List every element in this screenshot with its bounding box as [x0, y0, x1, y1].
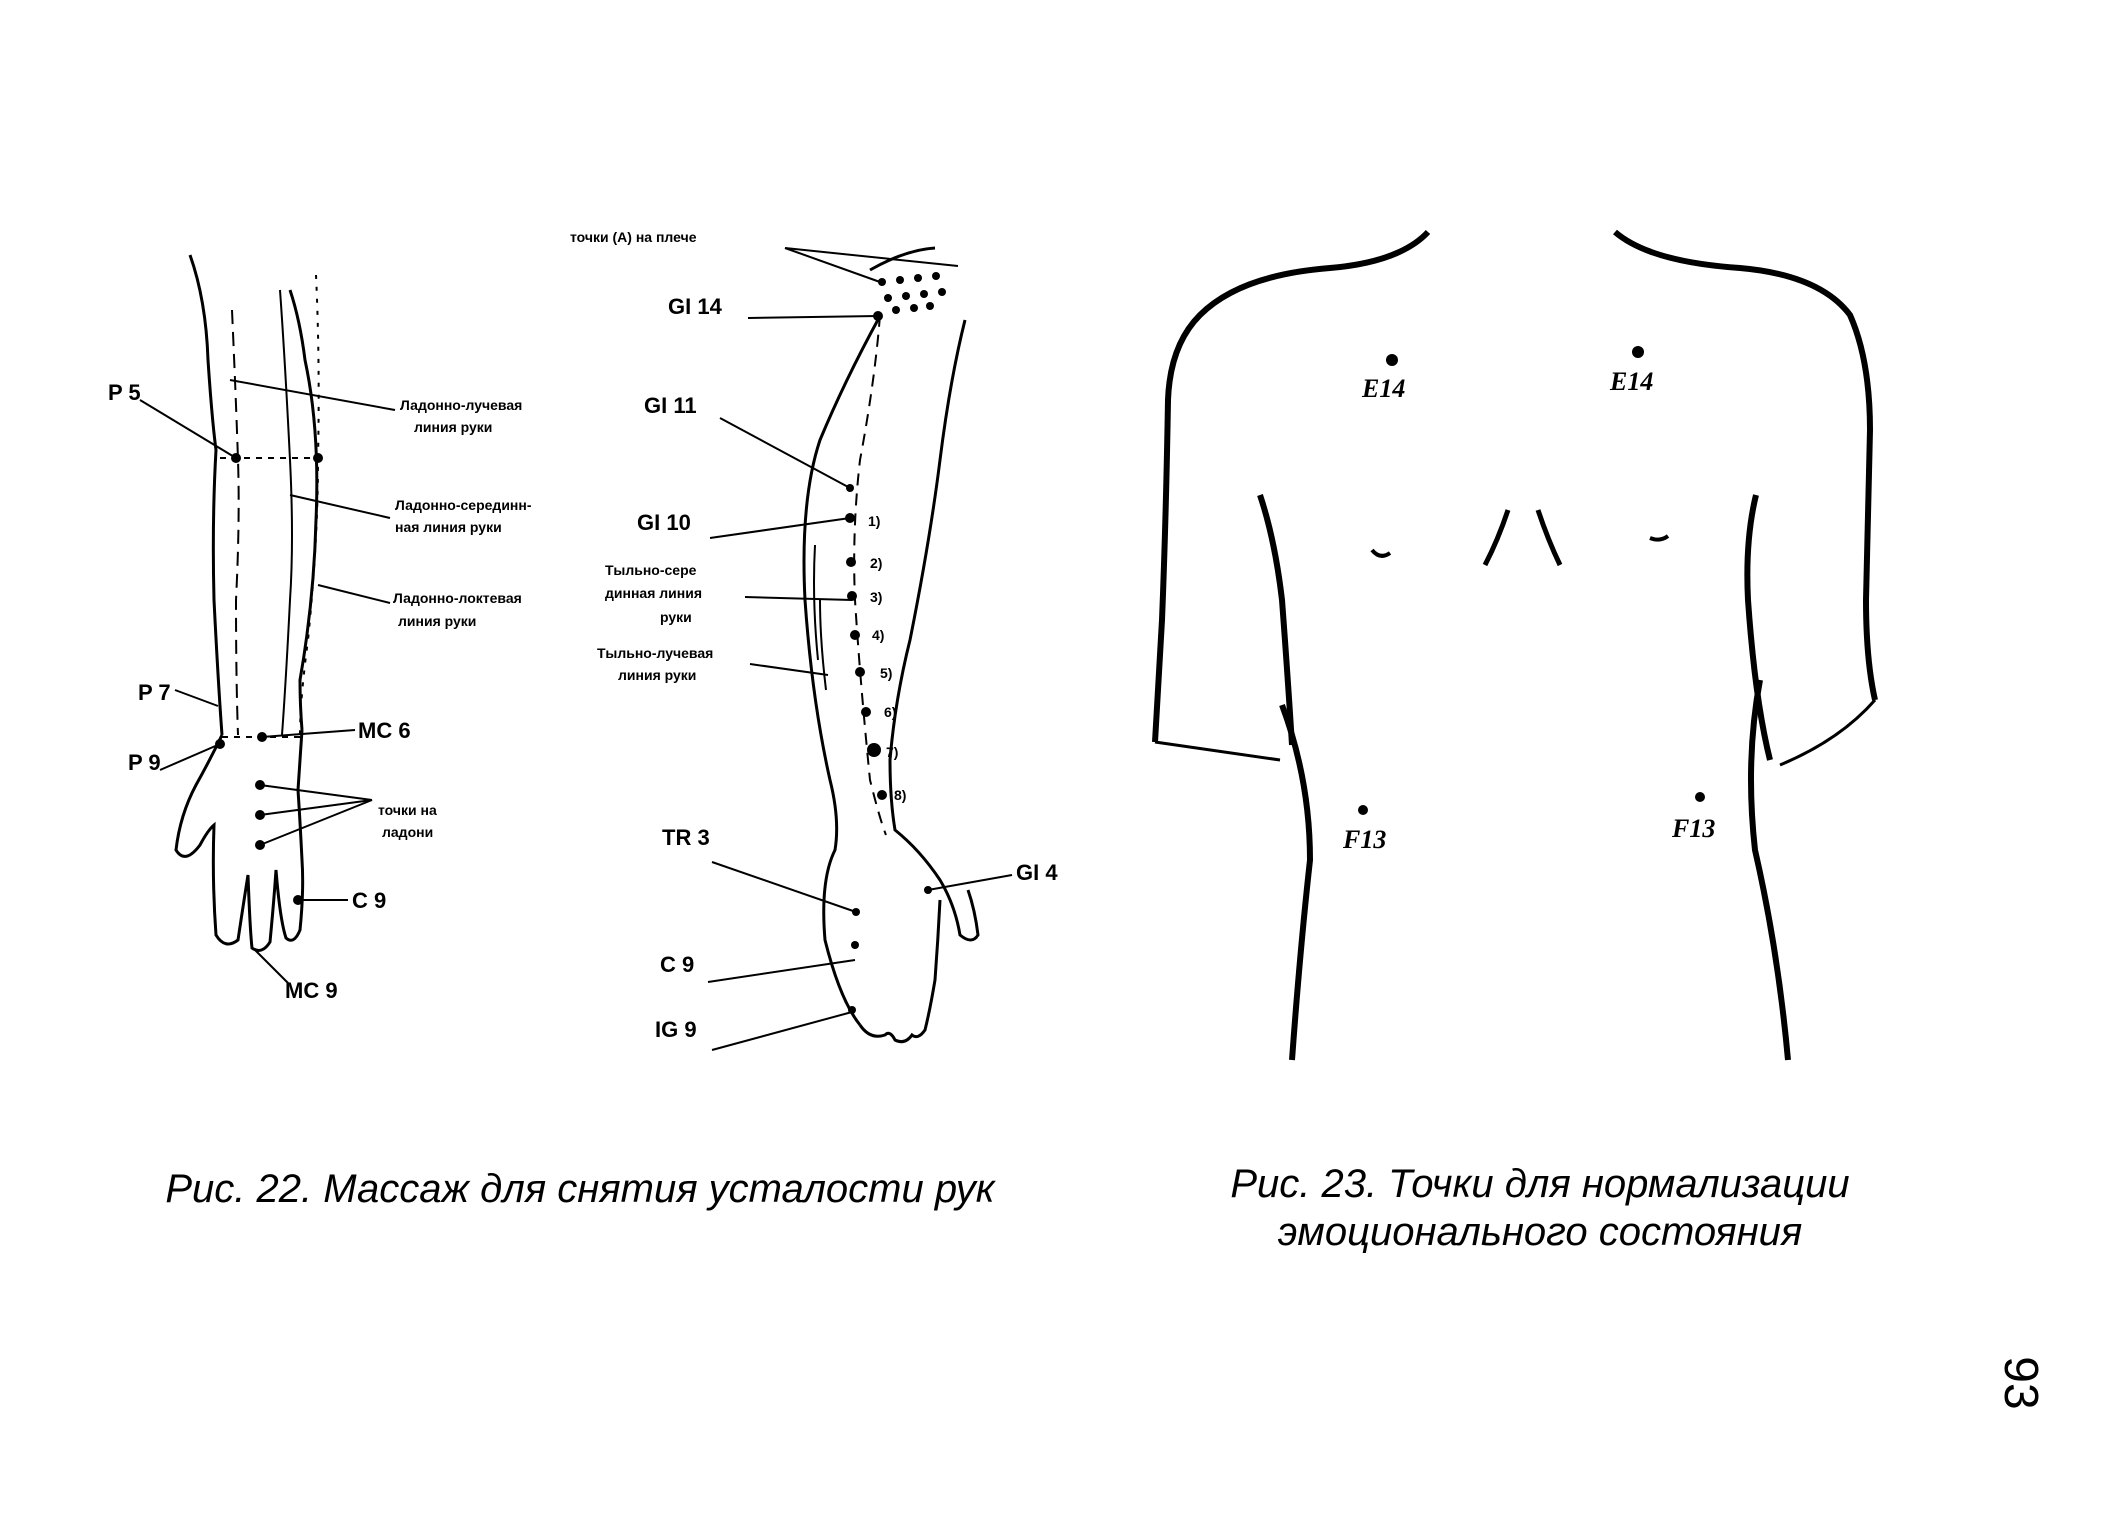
- right-arm-figure: [802, 246, 980, 1044]
- shoulder-point: [932, 272, 940, 280]
- label-c9-left: C 9: [352, 888, 386, 913]
- right-arm-leaders: [707, 247, 1013, 1051]
- left-arm-labels: P 5 Ладонно-лучевая линия руки Ладонно-с…: [108, 380, 532, 1003]
- label-c9-right: C 9: [660, 952, 694, 977]
- label-e14-right: E14: [1609, 367, 1653, 396]
- shoulder-point: [884, 294, 892, 302]
- shoulder-point: [926, 302, 934, 310]
- point-8: [877, 790, 887, 800]
- shoulder-point: [878, 278, 886, 286]
- shoulder-point: [920, 290, 928, 298]
- figure23-caption-line2: эмоционального состояния: [1277, 1210, 1803, 1254]
- label-gi4: GI 4: [1016, 860, 1058, 885]
- point-f13-left: [1358, 805, 1368, 815]
- right-arm-points: [845, 272, 946, 1014]
- label-num-2: 2): [870, 555, 882, 571]
- label-middle-line-1: Ладонно-серединн-: [395, 497, 532, 513]
- point-f13-right: [1695, 792, 1705, 802]
- point-7: [867, 743, 881, 757]
- label-f13-right: F13: [1671, 814, 1715, 843]
- label-ig9: IG 9: [655, 1017, 697, 1042]
- label-num-5: 5): [880, 665, 892, 681]
- shoulder-point: [914, 274, 922, 282]
- left-arm-figure: [174, 254, 320, 952]
- label-f13-left: F13: [1342, 825, 1386, 854]
- label-ulnar-line-2: линия руки: [398, 613, 476, 629]
- label-dorsal-radial-2: линия руки: [618, 667, 696, 683]
- label-gi10: GI 10: [637, 510, 691, 535]
- shoulder-point: [902, 292, 910, 300]
- point-2: [846, 557, 856, 567]
- figure23-caption-line1: Рис. 23. Точки для нормализации: [1230, 1162, 1850, 1206]
- point-5: [855, 667, 865, 677]
- point-p5-right: [313, 453, 323, 463]
- label-num-4: 4): [872, 627, 884, 643]
- torso-figure: [1152, 229, 1878, 1061]
- right-arm-labels: точки (А) на плече GI 14 GI 11 GI 10 Тыл…: [570, 229, 1058, 1042]
- label-mc6: MC 6: [358, 718, 411, 743]
- label-shoulder-points: точки (А) на плече: [570, 229, 697, 245]
- label-palm-points-1: точки на: [378, 802, 437, 818]
- label-num-1: 1): [868, 513, 880, 529]
- label-ulnar-line-1: Ладонно-локтевая: [393, 590, 522, 606]
- point-6: [861, 707, 871, 717]
- shoulder-point: [938, 288, 946, 296]
- label-radial-line-2: линия руки: [414, 419, 492, 435]
- point-e14-left: [1386, 354, 1398, 366]
- label-gi14: GI 14: [668, 294, 723, 319]
- left-arm-points: [215, 453, 323, 905]
- label-middle-line-2: ная линия руки: [395, 519, 502, 535]
- shoulder-point: [892, 306, 900, 314]
- label-dorsal-middle-2: динная линия: [605, 585, 702, 601]
- label-p7: P 7: [138, 680, 171, 705]
- label-num-8: 8): [894, 787, 906, 803]
- point-4: [850, 630, 860, 640]
- left-arm-leaders: [139, 379, 396, 986]
- label-num-7: 7): [886, 744, 898, 760]
- label-e14-left: E14: [1361, 374, 1405, 403]
- label-num-6: 6): [884, 704, 896, 720]
- label-p9: P 9: [128, 750, 161, 775]
- figure22-caption: Рис. 22. Массаж для снятия усталости рук: [165, 1167, 995, 1211]
- label-mc9: MC 9: [285, 978, 338, 1003]
- torso-labels: E14 E14 F13 F13: [1342, 367, 1715, 854]
- torso-points: [1358, 346, 1705, 815]
- point-c9-right: [851, 941, 859, 949]
- shoulder-point: [910, 304, 918, 312]
- label-gi11: GI 11: [644, 393, 697, 418]
- label-p5: P 5: [108, 380, 141, 405]
- label-num-3: 3): [870, 589, 882, 605]
- label-dorsal-middle-3: руки: [660, 609, 692, 625]
- label-tr3: TR 3: [662, 825, 710, 850]
- label-palm-points-2: ладони: [382, 824, 433, 840]
- point-3: [847, 591, 857, 601]
- point-e14-right: [1632, 346, 1644, 358]
- page-number: 93: [1994, 1356, 2047, 1410]
- label-dorsal-middle-1: Тыльно-сере: [605, 562, 697, 578]
- shoulder-point: [896, 276, 904, 284]
- label-dorsal-radial-1: Тыльно-лучевая: [597, 645, 713, 661]
- label-radial-line-1: Ладонно-лучевая: [400, 397, 522, 413]
